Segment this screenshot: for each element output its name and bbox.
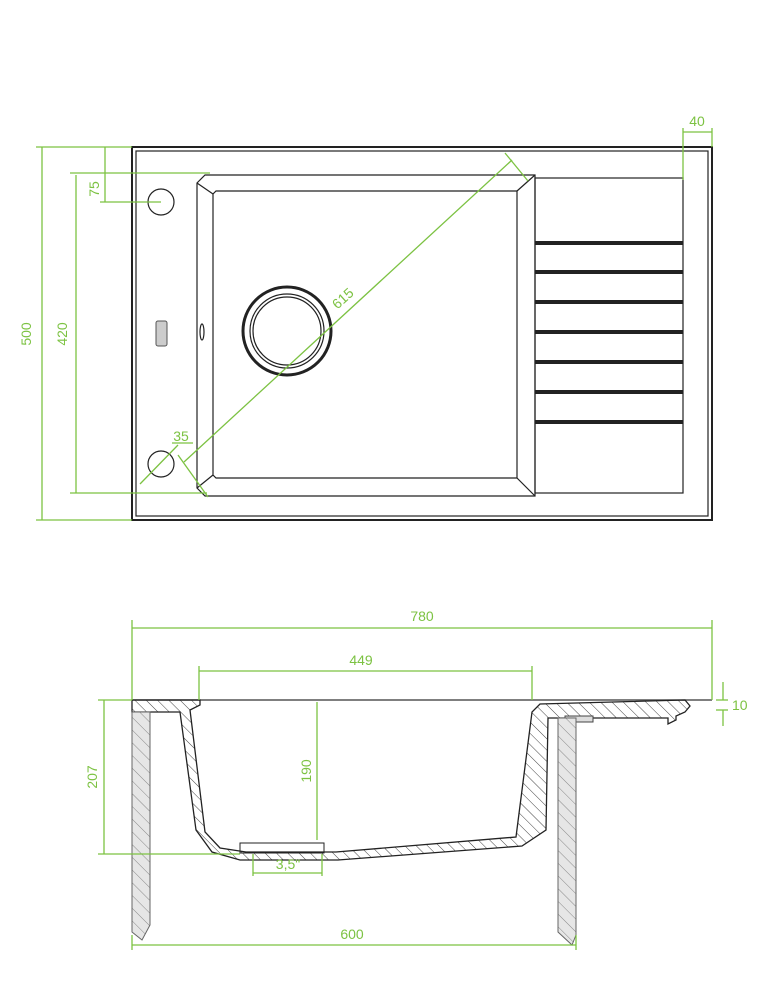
sink-inner-edge [135,150,709,517]
dim-cabinet-width: 600 [340,926,364,942]
dim-bowl-width: 449 [349,652,373,668]
sink-profile [131,699,691,861]
drain-inner [249,293,325,369]
dim-diagonal: 615 [329,284,357,312]
drainer-grooves [535,241,683,424]
dim-drainer-rim: 40 [689,113,705,129]
dim-overall-width: 780 [410,608,434,624]
overflow-icon [199,323,205,341]
drain-outer [241,285,333,377]
dim-total-height: 207 [84,765,100,789]
dim-drain-size: 3,5" [276,856,300,872]
dim-tap-hole: 35 [173,428,189,444]
dim-bowl-height: 190 [298,759,314,783]
logo-plate [155,320,168,347]
tap-hole-bottom[interactable] [147,450,175,478]
countertop-right [557,717,577,946]
drain-outlet [239,842,325,854]
drainer-area [534,177,684,494]
dim-rim-thickness: 10 [732,697,748,713]
top-view: 500 420 75 40 615 35 [18,113,713,521]
sink-outline [131,146,713,521]
countertop-left [131,711,151,941]
bowl-inner [212,190,518,479]
dim-bowl-depth: 420 [54,322,70,346]
section-view: 780 449 207 190 3,5" 10 600 [84,608,748,950]
dim-overall-depth: 500 [18,322,34,346]
bowl-rim [196,174,536,497]
dim-tap-offset: 75 [86,181,102,197]
